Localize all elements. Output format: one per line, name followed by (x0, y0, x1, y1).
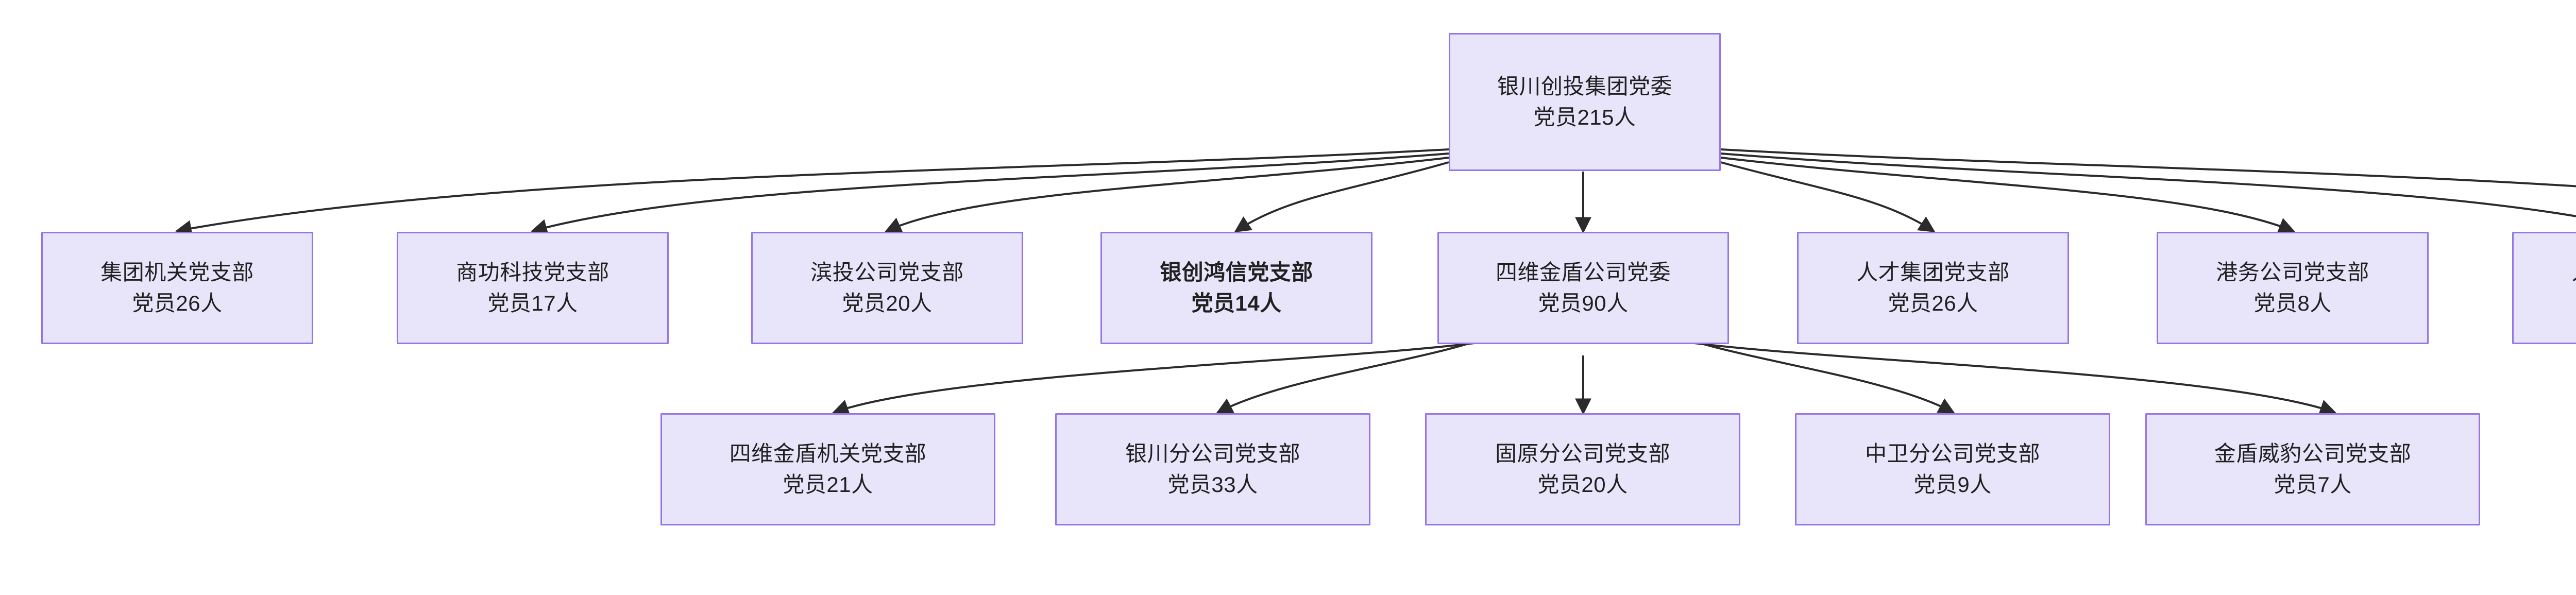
edge-n5-to-m1 (832, 339, 1497, 416)
node-yinchuang-hongxin[interactable]: 银创鸿信党支部 党员14人 (1100, 232, 1372, 344)
edge-root-to-n6 (1720, 161, 1936, 232)
node-rencai-jituan[interactable]: 人才集团党支部 党员26人 (1797, 232, 2069, 344)
node-name: 四维金盾机关党支部 (729, 441, 927, 466)
edge-root-to-n7 (1720, 157, 2295, 233)
node-name: 金盾威豹公司党支部 (2214, 441, 2412, 466)
edge-n5-to-m4 (1671, 333, 1955, 414)
node-name: 人才集团党支部 (1856, 260, 2010, 285)
node-gangwu-gongsi[interactable]: 港务公司党支部 党员8人 (2157, 232, 2429, 344)
edge-root-to-n1 (175, 148, 1449, 237)
node-members: 党员17人 (487, 291, 578, 315)
edge-root-to-n4 (1234, 161, 1449, 232)
node-root[interactable]: 银川创投集团党委 党员215人 (1449, 33, 1721, 171)
node-members: 党员33人 (1167, 472, 1258, 497)
node-members: 党员20人 (1537, 472, 1628, 497)
node-yinchuan-fengongsi[interactable]: 银川分公司党支部 党员33人 (1055, 413, 1370, 525)
node-name: 中卫分公司党支部 (1865, 441, 2040, 466)
node-name: 银川分公司党支部 (1125, 441, 1300, 466)
node-siwei-jindun-dangwei[interactable]: 四维金盾公司党委 党员90人 (1437, 232, 1729, 344)
node-members: 党员7人 (2274, 472, 2352, 497)
node-renzi-gongsi[interactable]: 人资公司党支部 党员5人 (2512, 232, 2576, 344)
node-name: 固原分公司党支部 (1495, 441, 1670, 466)
node-jituan-jiguan[interactable]: 集团机关党支部 党员26人 (41, 232, 313, 344)
node-name: 商功科技党支部 (456, 260, 609, 285)
node-jindun-weibao[interactable]: 金盾威豹公司党支部 党员7人 (2145, 413, 2480, 525)
node-name: 银创鸿信党支部 (1160, 260, 1313, 285)
node-members: 党员8人 (2253, 291, 2332, 315)
edge-n5-to-m5 (1671, 339, 2337, 416)
node-members: 党员90人 (1538, 291, 1629, 315)
node-name: 人资公司党支部 (2571, 257, 2576, 288)
node-name: 滨投公司党支部 (810, 260, 964, 285)
node-members: 党员21人 (783, 472, 873, 497)
node-shanggong-keji[interactable]: 商功科技党支部 党员17人 (397, 232, 669, 344)
node-name: 集团机关党支部 (100, 260, 254, 285)
edge-root-to-n9 (1720, 148, 2576, 188)
node-guyuan-fengongsi[interactable]: 固原分公司党支部 党员20人 (1425, 413, 1740, 525)
node-root-name: 银川创投集团党委 (1497, 74, 1672, 99)
node-name: 港务公司党支部 (2216, 260, 2369, 285)
node-root-members: 党员215人 (1533, 105, 1636, 129)
edge-root-to-n3 (885, 157, 1449, 233)
node-name: 四维金盾公司党委 (1495, 260, 1671, 285)
node-zhongwei-fengongsi[interactable]: 中卫分公司党支部 党员9人 (1795, 413, 2110, 525)
node-members: 党员20人 (842, 291, 933, 315)
node-siwei-jindun-jiguan[interactable]: 四维金盾机关党支部 党员21人 (660, 413, 995, 525)
edge-root-to-n2 (530, 152, 1449, 235)
node-members: 党员26人 (1888, 291, 1978, 315)
node-members: 党员9人 (1913, 472, 1992, 497)
node-members: 党员26人 (132, 291, 223, 315)
node-members: 党员14人 (1191, 291, 1282, 315)
edge-n5-to-m2 (1216, 333, 1497, 414)
edge-root-to-n8 (1720, 152, 2576, 217)
node-bintou-gongsi[interactable]: 滨投公司党支部 党员20人 (751, 232, 1023, 344)
